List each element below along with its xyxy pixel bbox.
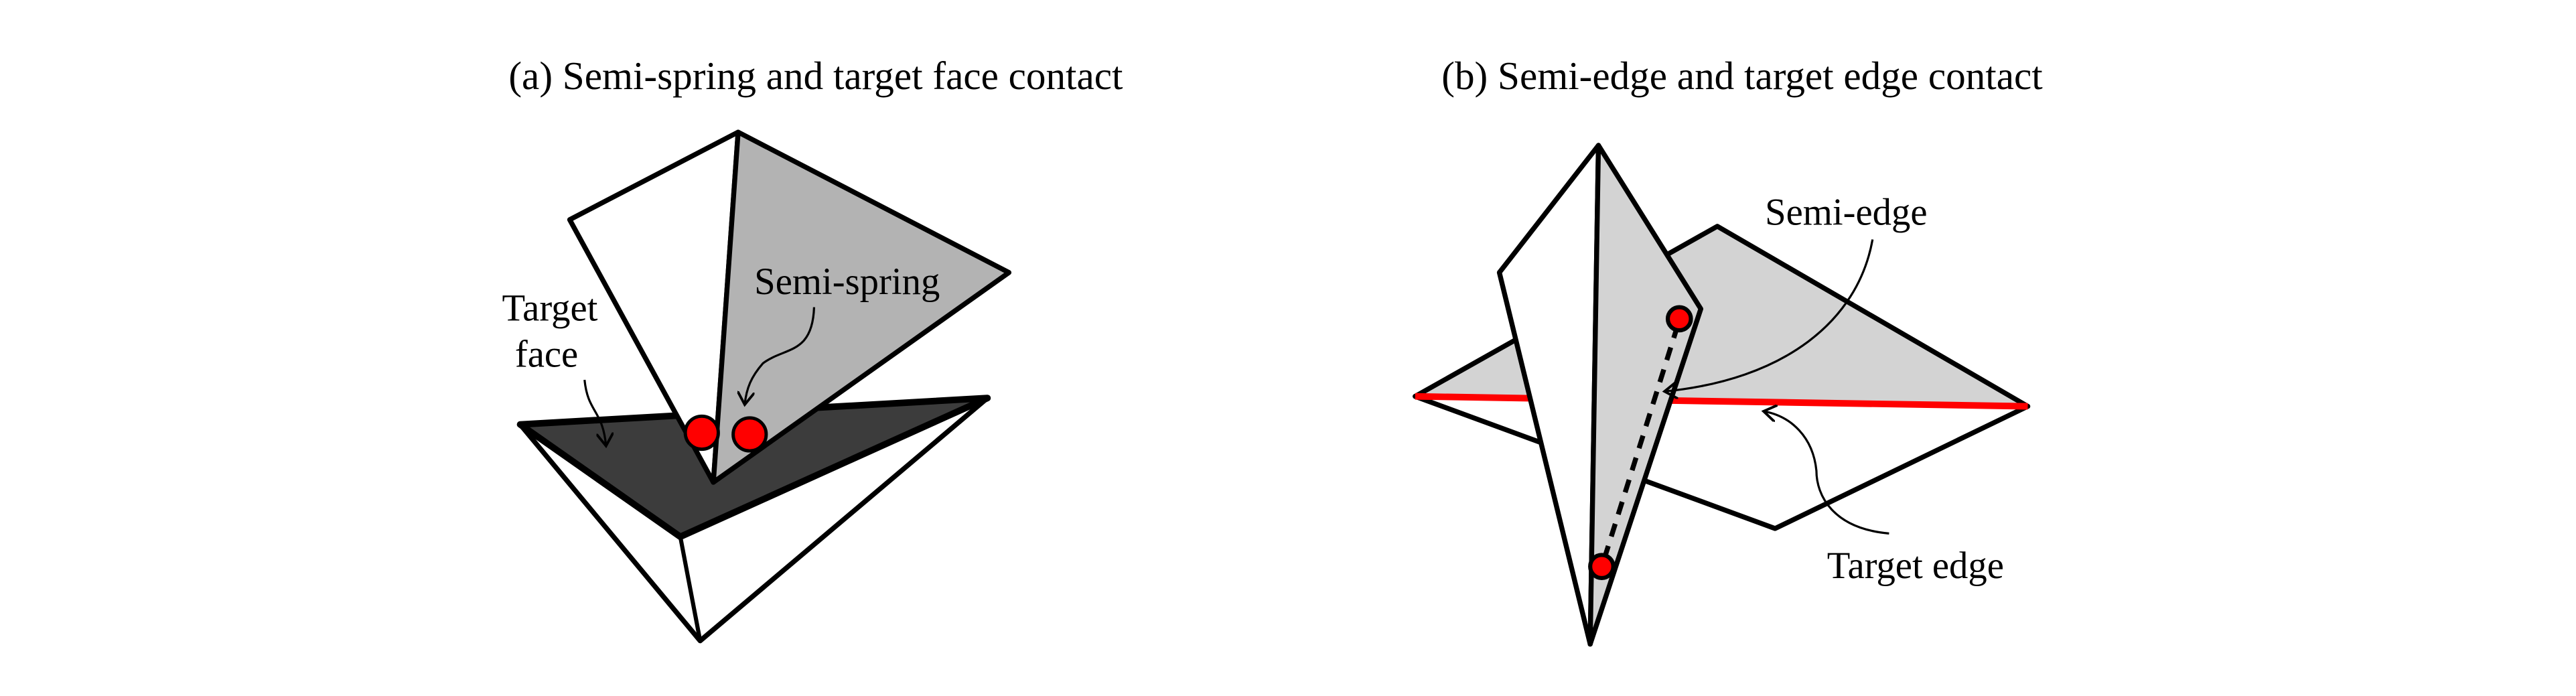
target-face-label-1: Target [502, 287, 598, 329]
panel-a-title: (a) Semi-spring and target face contact [508, 54, 1123, 98]
contact-point [731, 416, 768, 453]
semi-spring-face [711, 129, 1012, 485]
panel-b-title: (b) Semi-edge and target edge contact [1441, 54, 2043, 98]
target-edge-label: Target edge [1827, 545, 2004, 587]
target-quad-upper [1413, 224, 2031, 409]
semi-spring-label: Semi-spring [754, 261, 940, 303]
target-edge-arrow [1764, 411, 1889, 535]
pyramid-edge [678, 536, 703, 642]
panel-b: (b) Semi-edge and target edge contact Se… [1413, 54, 2043, 647]
semi-edge-face [1587, 143, 1704, 647]
semi-edge-label: Semi-edge [1765, 191, 1927, 233]
panel-a: (a) Semi-spring and target face contact … [502, 54, 1123, 644]
contact-point [1588, 553, 1616, 581]
contact-point [683, 414, 720, 451]
semi-edge-arrow [1664, 239, 1874, 392]
semi-edge [1601, 324, 1680, 563]
target-quad-lower [1413, 394, 2031, 531]
target-face-arrow [583, 379, 606, 446]
contact-point [1665, 305, 1693, 333]
semi-spring-arrow [745, 307, 816, 405]
target-edge [1415, 393, 2028, 410]
target-face-label-2: face [515, 333, 578, 375]
